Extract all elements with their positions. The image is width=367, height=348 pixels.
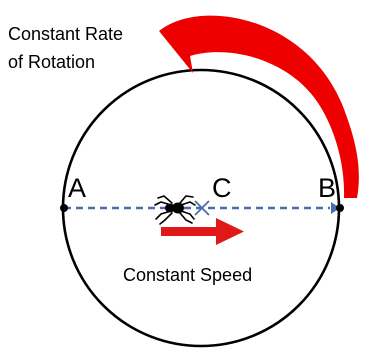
rotation-arrow — [159, 15, 359, 198]
point-b-dot — [336, 204, 344, 212]
rotation-label-line2: of Rotation — [8, 52, 95, 72]
point-b-label: B — [318, 173, 336, 203]
path-arrowhead — [331, 202, 340, 214]
center-x-mark-icon — [194, 200, 210, 216]
point-a-dot — [60, 204, 68, 212]
speed-arrow — [161, 218, 244, 245]
spider-icon — [154, 195, 196, 225]
speed-label: Constant Speed — [123, 265, 252, 285]
rotation-label-line1: Constant Rate — [8, 24, 123, 44]
point-c-label: C — [212, 173, 232, 203]
point-a-label: A — [68, 173, 86, 203]
